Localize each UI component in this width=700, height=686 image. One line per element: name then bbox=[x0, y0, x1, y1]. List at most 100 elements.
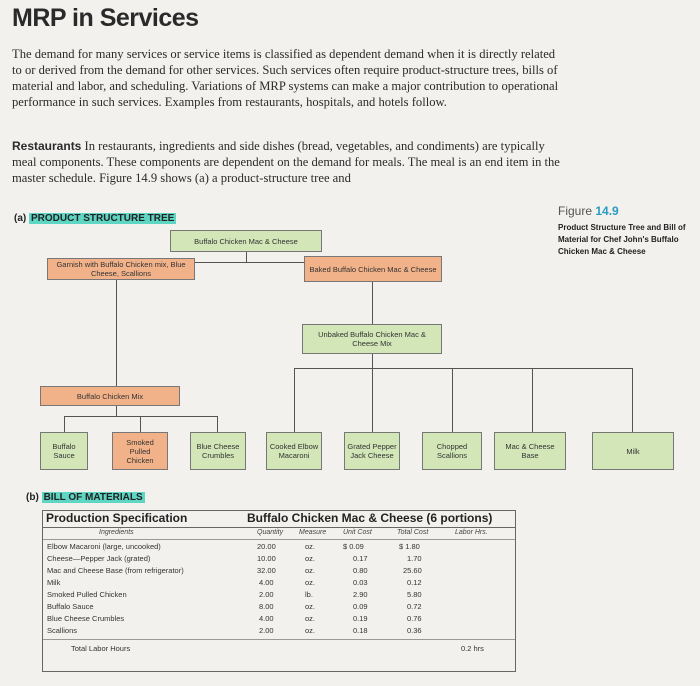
connector bbox=[116, 280, 117, 388]
row-total-cost: 0.72 bbox=[407, 602, 422, 611]
row-total-cost: 1.70 bbox=[407, 554, 422, 563]
product-title: Buffalo Chicken Mac & Cheese (6 portions… bbox=[247, 511, 493, 525]
connector bbox=[372, 368, 373, 432]
bom-heading-label: BILL OF MATERIALS bbox=[41, 492, 145, 503]
table-row: Milk 4.00 oz. 0.03 0.12 bbox=[43, 577, 515, 588]
row-total-cost: 5.80 bbox=[407, 590, 422, 599]
tree-prefix: (a) bbox=[14, 213, 27, 224]
row-qty: 10.00 bbox=[257, 554, 276, 563]
row-qty: 32.00 bbox=[257, 566, 276, 575]
row-total-cost: 0.76 bbox=[407, 614, 422, 623]
row-qty: 20.00 bbox=[257, 542, 276, 551]
baked-node: Baked Buffalo Chicken Mac & Cheese bbox=[304, 256, 442, 282]
row-measure: oz. bbox=[305, 578, 316, 587]
bom-prefix: (b) bbox=[26, 492, 39, 503]
leaf-node: Chopped Scallions bbox=[422, 432, 482, 470]
figure-number: 14.9 bbox=[595, 204, 619, 218]
connector bbox=[64, 416, 218, 417]
row-name: Cheese—Pepper Jack (grated) bbox=[47, 554, 151, 563]
row-qty: 8.00 bbox=[259, 602, 274, 611]
restaurants-text: In restaurants, ingredients and side dis… bbox=[12, 139, 560, 185]
connector bbox=[372, 282, 373, 324]
row-measure: oz. bbox=[305, 542, 316, 551]
col-header: Total Cost bbox=[397, 529, 429, 536]
table-row: Elbow Macaroni (large, uncooked) 20.00 o… bbox=[43, 541, 515, 552]
connector bbox=[452, 368, 453, 432]
table-row: Smoked Pulled Chicken 2.00 lb. 2.90 5.80 bbox=[43, 589, 515, 600]
row-total-cost: 0.12 bbox=[407, 578, 422, 587]
connector bbox=[116, 262, 372, 263]
leaf-node: Cooked Elbow Macaroni bbox=[266, 432, 322, 470]
divider bbox=[43, 527, 515, 528]
row-name: Milk bbox=[47, 578, 61, 587]
row-measure: oz. bbox=[305, 554, 316, 563]
total-labor-hours: 0.2 hrs bbox=[461, 644, 484, 653]
row-name: Buffalo Sauce bbox=[47, 602, 94, 611]
connector bbox=[140, 416, 141, 432]
tree-root-node: Buffalo Chicken Mac & Cheese bbox=[170, 230, 322, 252]
row-total-cost: 0.36 bbox=[407, 626, 422, 635]
row-unit-cost: 0.80 bbox=[353, 566, 368, 575]
col-header: Measure bbox=[299, 529, 327, 536]
row-measure: oz. bbox=[305, 614, 316, 623]
divider bbox=[43, 639, 515, 640]
table-row: Scallions 2.00 oz. 0.18 0.36 bbox=[43, 625, 515, 636]
page-title: MRP in Services bbox=[12, 4, 199, 32]
row-unit-cost: 2.90 bbox=[353, 590, 368, 599]
restaurants-paragraph: Restaurants In restaurants, ingredients … bbox=[12, 138, 560, 186]
connector bbox=[632, 368, 633, 432]
row-total-cost: 25.60 bbox=[403, 566, 422, 575]
row-total-cost: $ 1.80 bbox=[399, 542, 420, 551]
figure-label: Figure bbox=[558, 204, 593, 218]
row-name: Scallions bbox=[47, 626, 78, 635]
spec-title: Production Specification bbox=[46, 511, 188, 525]
row-unit-cost: 0.03 bbox=[353, 578, 368, 587]
row-measure: oz. bbox=[305, 566, 316, 575]
row-unit-cost: $ 0.09 bbox=[343, 542, 364, 551]
col-header: Labor Hrs. bbox=[455, 529, 488, 536]
connector bbox=[532, 368, 533, 432]
row-qty: 4.00 bbox=[259, 614, 274, 623]
row-unit-cost: 0.17 bbox=[353, 554, 368, 563]
row-name: Smoked Pulled Chicken bbox=[47, 590, 127, 599]
col-header: Unit Cost bbox=[343, 529, 372, 536]
connector bbox=[294, 368, 632, 369]
col-header: Quantity bbox=[257, 529, 284, 536]
total-row: Total Labor Hours 0.2 hrs bbox=[43, 643, 515, 654]
row-qty: 4.00 bbox=[259, 578, 274, 587]
connector bbox=[64, 416, 65, 432]
figure-caption-block: Figure 14.9 Product Structure Tree and B… bbox=[558, 204, 698, 258]
leaf-node: Grated Pepper Jack Cheese bbox=[344, 432, 400, 470]
row-measure: oz. bbox=[305, 626, 316, 635]
bom-heading: (b) BILL OF MATERIALS bbox=[26, 492, 145, 503]
row-unit-cost: 0.09 bbox=[353, 602, 368, 611]
table-row: Cheese—Pepper Jack (grated) 10.00 oz. 0.… bbox=[43, 553, 515, 564]
row-name: Elbow Macaroni (large, uncooked) bbox=[47, 542, 161, 551]
connector bbox=[294, 368, 295, 432]
row-measure: oz. bbox=[305, 602, 316, 611]
leaf-node: Buffalo Sauce bbox=[40, 432, 88, 470]
mix-node: Buffalo Chicken Mix bbox=[40, 386, 180, 406]
unbaked-node: Unbaked Buffalo Chicken Mac & Cheese Mix bbox=[302, 324, 442, 354]
bill-of-materials-table: Production Specification Buffalo Chicken… bbox=[42, 510, 516, 672]
divider bbox=[43, 539, 515, 540]
connector bbox=[246, 252, 247, 262]
row-name: Mac and Cheese Base (from refrigerator) bbox=[47, 566, 184, 575]
figure-caption: Product Structure Tree and Bill of Mater… bbox=[558, 223, 686, 256]
leaf-node: Blue Cheese Crumbles bbox=[190, 432, 246, 470]
row-qty: 2.00 bbox=[259, 626, 274, 635]
table-row: Buffalo Sauce 8.00 oz. 0.09 0.72 bbox=[43, 601, 515, 612]
intro-paragraph: The demand for many services or service … bbox=[12, 47, 559, 109]
row-name: Blue Cheese Crumbles bbox=[47, 614, 125, 623]
leaf-node: Milk bbox=[592, 432, 674, 470]
row-qty: 2.00 bbox=[259, 590, 274, 599]
col-header: Ingredients bbox=[99, 529, 134, 536]
table-row: Blue Cheese Crumbles 4.00 oz. 0.19 0.76 bbox=[43, 613, 515, 624]
garnish-node: Garnish with Buffalo Chicken mix, Blue C… bbox=[47, 258, 195, 280]
leaf-node: Smoked Pulled Chicken bbox=[112, 432, 168, 470]
row-measure: lb. bbox=[305, 590, 313, 599]
leaf-node: Mac & Cheese Base bbox=[494, 432, 566, 470]
connector bbox=[217, 416, 218, 432]
tree-heading: (a) PRODUCT STRUCTURE TREE bbox=[14, 213, 177, 224]
total-label: Total Labor Hours bbox=[71, 644, 131, 653]
